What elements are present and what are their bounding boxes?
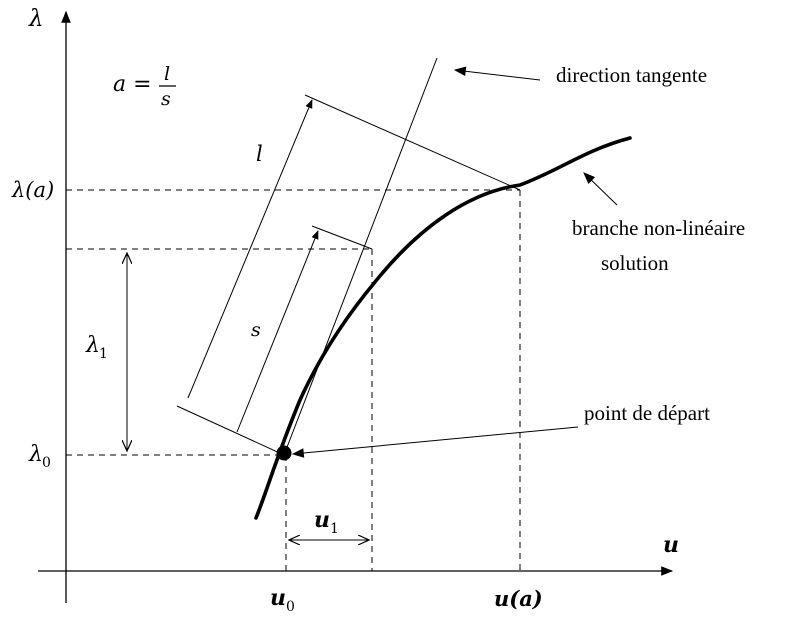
annotation-start: point de départ — [584, 401, 710, 425]
dashed-guides — [66, 189, 521, 571]
label-lambda-0-main: λ — [28, 442, 43, 467]
label-u0: u 0 — [270, 585, 295, 615]
arrow-l — [187, 99, 313, 399]
label-lambda-1-sub: 1 — [99, 346, 108, 362]
y-axis-label: λ — [28, 6, 44, 32]
label-lambda-a: λ(a) — [11, 178, 54, 202]
label-u0-sub: 0 — [286, 599, 295, 615]
formula: a = l s — [113, 63, 176, 110]
label-u0-main: u — [270, 585, 286, 611]
label-lambda-0-sub: 0 — [42, 455, 51, 471]
formula-lhs: a = — [113, 72, 152, 97]
label-s: s — [251, 319, 261, 341]
tangent-line — [283, 57, 438, 456]
label-u1-main: u — [314, 507, 330, 533]
arrow-s — [236, 230, 319, 433]
pointer-branch — [583, 172, 618, 206]
solution-branch — [254, 136, 632, 520]
perp-s-end — [311, 225, 373, 250]
label-ua: u(a) — [494, 586, 543, 611]
perp-l-end — [304, 94, 521, 191]
label-lambda-0: λ 0 — [28, 442, 51, 471]
label-lambda-1-main: λ — [85, 333, 100, 358]
annotation-branch-line1: branche non-linéaire — [572, 216, 745, 240]
formula-denominator: s — [161, 88, 171, 110]
perp-start — [176, 405, 285, 456]
annotation-direction: direction tangente — [556, 63, 707, 87]
label-u1-sub: 1 — [330, 521, 339, 537]
label-u1: u 1 — [314, 507, 339, 537]
annotation-branch-line2: solution — [601, 251, 669, 275]
start-point-dot — [276, 445, 292, 461]
pointer-start — [291, 426, 579, 458]
pointer-direction — [453, 66, 541, 81]
label-lambda-1: λ 1 — [85, 333, 108, 362]
x-axis-label: u — [663, 532, 679, 558]
label-l: l — [256, 142, 263, 166]
formula-numerator: l — [164, 63, 170, 85]
